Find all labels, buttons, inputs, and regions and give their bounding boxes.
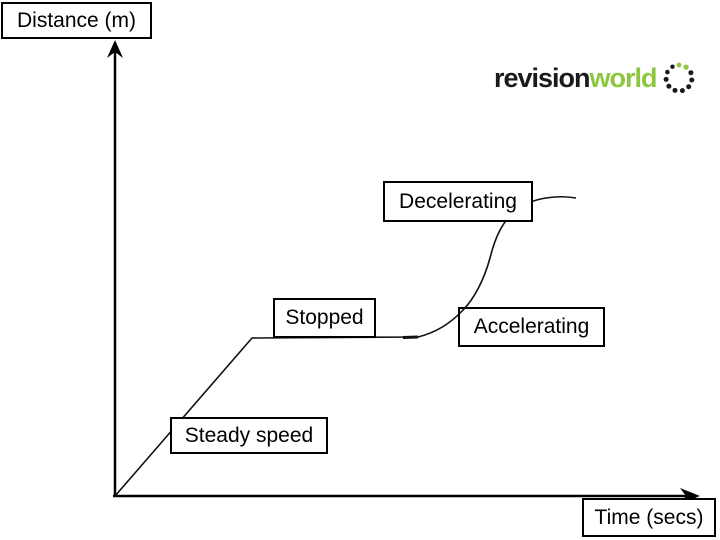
annotation-stopped-label: Stopped	[285, 306, 364, 329]
distance-time-curve	[114, 196, 577, 497]
annotation-decelerating-label: Decelerating	[399, 189, 517, 213]
annotation-steady-speed: Steady speed	[170, 417, 328, 454]
y-axis-label: Distance (m)	[16, 8, 137, 32]
curve-pen-dash	[402, 335, 419, 339]
x-axis-label-box: Time (secs)	[582, 498, 716, 537]
logo-text-world: world	[589, 62, 658, 93]
x-axis-label: Time (secs)	[594, 505, 704, 529]
annotation-accelerating-label: Accelerating	[473, 315, 590, 338]
annotation-steady-speed-label: Steady speed	[184, 423, 314, 447]
logo-text-revision: revision	[494, 62, 591, 93]
annotation-accelerating: Accelerating	[458, 307, 605, 347]
dotted-circle-icon	[663, 62, 694, 94]
y-axis-label-box: Distance (m)	[1, 2, 152, 39]
y-axis-arrowhead-icon	[107, 40, 123, 58]
annotation-decelerating: Decelerating	[383, 181, 533, 222]
annotation-stopped: Stopped	[273, 298, 376, 338]
